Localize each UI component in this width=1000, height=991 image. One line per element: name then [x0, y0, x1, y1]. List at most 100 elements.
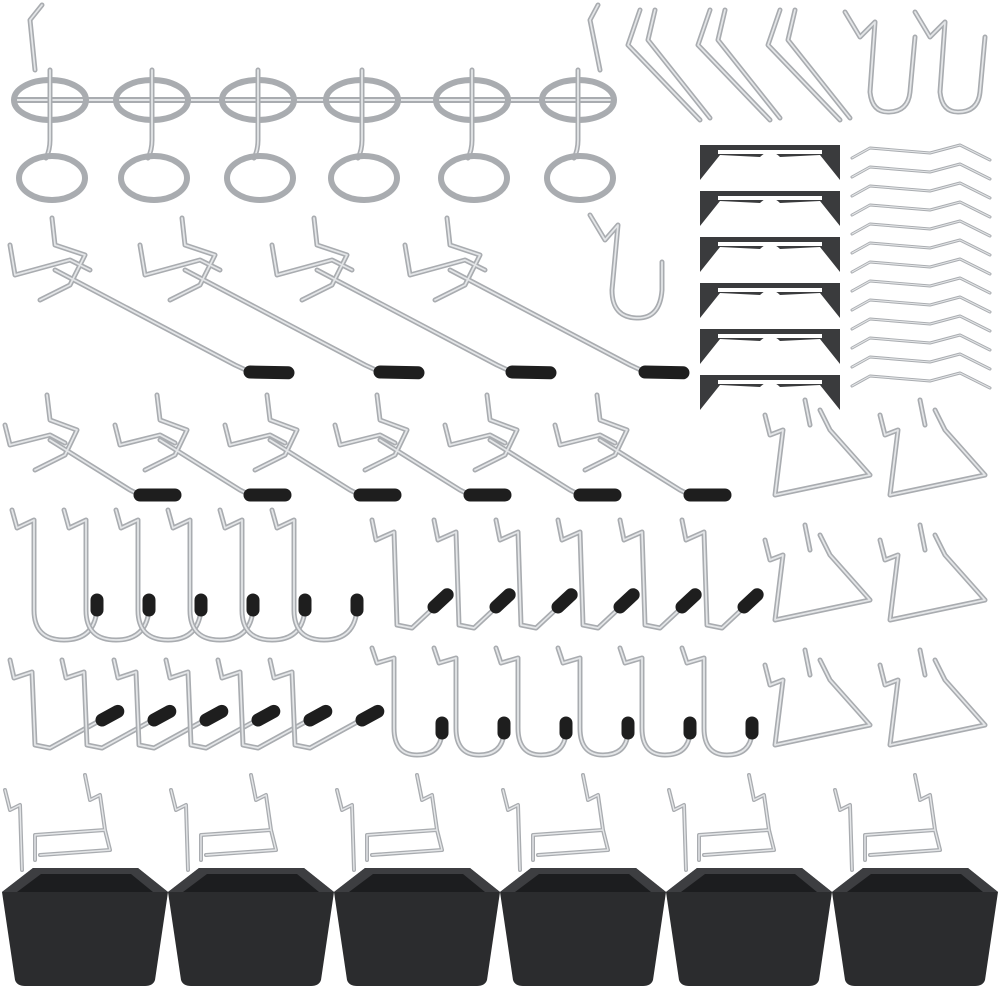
wire-highlight: [879, 649, 986, 746]
long-single-hook: [137, 215, 425, 380]
wire-highlight: [681, 519, 753, 629]
loop-hook: [762, 522, 873, 623]
wire-zigzag-clip: [850, 295, 992, 314]
rubber-tip: [199, 704, 229, 727]
medium-single-hook: [2, 392, 182, 502]
wire-highlight: [371, 647, 443, 756]
bin-interior: [681, 874, 817, 892]
j-hook-medium: [617, 645, 697, 758]
wire-highlight: [495, 647, 567, 756]
angled-tipped-hook: [163, 657, 281, 751]
ring-hook: [11, 67, 89, 203]
angled-tipped-hook: [369, 517, 454, 631]
storage-bin: [168, 868, 334, 986]
angled-pegboard-hook: [695, 7, 783, 123]
ring-hook: [433, 67, 511, 203]
long-single-hook: [269, 215, 557, 380]
bracket-cutout: [718, 288, 822, 292]
wire-highlight: [764, 649, 871, 746]
black-bracket-clip: [700, 283, 840, 318]
black-bracket-clip: [700, 329, 840, 364]
wire-highlight: [764, 399, 871, 496]
ring-hook: [539, 67, 617, 203]
rubber-tip: [489, 588, 516, 614]
bin-holder-bracket: [3, 773, 112, 872]
bin-interior: [515, 874, 651, 892]
wire-highlight: [502, 774, 609, 871]
rubber-tip: [373, 365, 425, 380]
angled-tipped-hook: [493, 517, 578, 631]
wire-highlight: [834, 774, 941, 871]
wire-highlight: [589, 214, 663, 319]
rubber-tip: [737, 588, 764, 614]
wire-highlight: [851, 334, 991, 351]
bin-holder-bracket: [667, 773, 776, 872]
lower-ring: [328, 153, 400, 203]
wire-highlight: [627, 9, 711, 121]
j-hook-medium: [555, 645, 635, 758]
wire-zigzag-clip: [850, 200, 992, 219]
long-single-hook: [7, 215, 295, 380]
wire-highlight: [619, 519, 691, 629]
wire-zigzag-clip: [850, 219, 992, 238]
rubber-tip: [505, 365, 557, 380]
wire-zigzag-clip: [850, 143, 992, 162]
wire-highlight: [767, 9, 851, 121]
ring-hook: [323, 67, 401, 203]
storage-bin: [832, 868, 998, 986]
wire-highlight: [113, 659, 215, 749]
wire-highlight: [851, 353, 991, 370]
wire-highlight: [371, 519, 443, 629]
rubber-tip: [243, 365, 295, 380]
bin-interior: [183, 874, 319, 892]
bracket-cutout: [718, 334, 822, 338]
ring-hook: [219, 67, 297, 203]
wire-zigzag-clip: [850, 181, 992, 200]
wire-highlight: [851, 239, 991, 256]
wire-zigzag-clip: [850, 162, 992, 181]
bracket-cutout: [718, 242, 822, 246]
bin-holder-bracket: [169, 773, 278, 872]
bin-body: [500, 868, 666, 986]
wire-highlight: [336, 774, 443, 871]
rubber-tip: [355, 704, 385, 727]
black-bracket-clip: [700, 237, 840, 272]
angled-pegboard-hook: [765, 7, 853, 123]
wire-zigzag-clip: [850, 333, 992, 352]
j-hook-small: [912, 9, 988, 115]
j-hook-medium: [679, 645, 759, 758]
wire-highlight: [851, 220, 991, 237]
medium-single-hook: [442, 392, 622, 502]
angled-tipped-hook: [215, 657, 333, 751]
wire-zigzag-clip: [850, 352, 992, 371]
wire-highlight: [217, 659, 319, 749]
ring-hook-rail: [11, 2, 617, 203]
wire-highlight: [914, 11, 986, 113]
wire-highlight: [851, 315, 991, 332]
medium-single-hook: [112, 392, 292, 502]
wire-highlight: [433, 647, 505, 756]
wire-highlight: [851, 163, 991, 180]
wire-highlight: [9, 659, 111, 749]
storage-bin: [334, 868, 500, 986]
wire-highlight: [4, 774, 111, 871]
loop-hook: [762, 647, 873, 748]
black-bracket-clip: [700, 191, 840, 226]
wire-highlight: [61, 659, 163, 749]
rubber-tip: [147, 704, 177, 727]
bin-holder-bracket: [335, 773, 444, 872]
bin-interior: [349, 874, 485, 892]
angled-pegboard-hook: [625, 7, 713, 123]
wire-highlight: [433, 519, 505, 629]
bin-interior: [847, 874, 983, 892]
wire-highlight: [668, 774, 775, 871]
wire-zigzag-clip: [850, 257, 992, 276]
wire-highlight: [851, 277, 991, 294]
rubber-tip: [427, 588, 454, 614]
wire-zigzag-clip: [850, 314, 992, 333]
wire-highlight: [844, 11, 916, 113]
lower-ring: [16, 153, 88, 203]
bin-body: [832, 868, 998, 986]
rubber-tip: [613, 588, 640, 614]
angled-tipped-hook: [679, 517, 764, 631]
